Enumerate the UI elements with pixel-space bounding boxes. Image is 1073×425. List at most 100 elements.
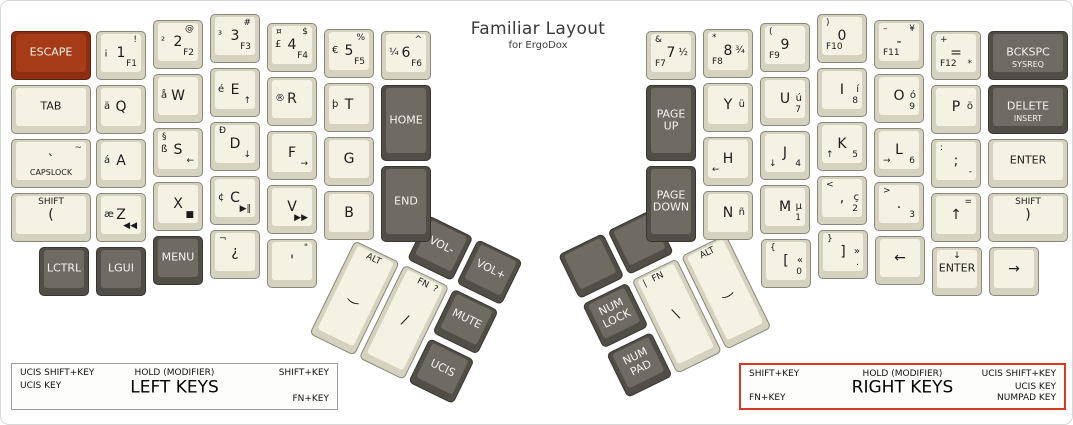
key-lctrl[interactable]: LCTRL <box>39 247 89 296</box>
key-thumb-slash-label-c: / <box>399 311 411 329</box>
key-lshift[interactable]: SHIFT( <box>11 193 91 242</box>
key-right-arrow[interactable]: → <box>989 247 1039 296</box>
legend-ucis-shift-label: UCIS SHIFT+KEY <box>981 369 1056 379</box>
legend-fn-label: FN+KEY <box>749 393 786 403</box>
key-inverted-question[interactable]: ¬¿ <box>210 230 260 279</box>
key-capslock[interactable]: `~CAPSLOCK <box>11 139 91 188</box>
key-h[interactable]: H← <box>703 137 753 186</box>
key-lshift-label-t: SHIFT <box>38 197 64 207</box>
legend-ucis-label: UCIS KEY <box>1014 382 1056 392</box>
key-down-enter[interactable]: ↓ENTER <box>932 247 982 296</box>
key-4[interactable]: ¤£4$F4 <box>267 23 317 72</box>
key-capslock-label-tr: ~ <box>74 143 82 153</box>
key-v[interactable]: V▶▶ <box>267 185 317 234</box>
key-j[interactable]: J↓4 <box>760 131 810 180</box>
key-lgui[interactable]: LGUI <box>96 247 146 296</box>
key-semicolon-label-br: - <box>968 167 972 177</box>
key-end[interactable]: END <box>381 166 431 242</box>
keycap-top: ¢C▶‖ <box>215 179 255 217</box>
key-apostrophe[interactable]: '" <box>267 239 317 288</box>
key-1-label-c: 1 <box>116 45 126 61</box>
key-g[interactable]: G <box>324 137 374 186</box>
page-title: Familiar Layout for ErgoDox <box>429 19 647 51</box>
keycap-top: >.3 <box>879 185 919 223</box>
key-pageup[interactable]: PAGE UP <box>646 85 696 161</box>
key-home[interactable]: HOME <box>381 85 431 161</box>
key-x[interactable]: X■ <box>153 182 203 231</box>
key-period[interactable]: >.3 <box>874 182 924 231</box>
key-w-label-l: å <box>161 90 168 101</box>
key-s-label-tl: § <box>162 132 167 142</box>
keycap-top: NUM PAD <box>612 336 665 389</box>
key-b[interactable]: B <box>324 191 374 240</box>
key-left-arrow[interactable]: ← <box>875 236 925 285</box>
layout-title: Familiar Layout <box>470 19 606 39</box>
key-pageup-label-c: PAGE UP <box>656 106 686 133</box>
key-c-label-l: ¢ <box>218 192 225 203</box>
key-3-label-br: F3 <box>240 42 251 52</box>
legend-hold-label: HOLD (MODIFIER) <box>134 368 215 378</box>
key-enter[interactable]: ENTER <box>988 139 1068 188</box>
key-rbracket[interactable]: }]». <box>818 230 868 279</box>
key-l[interactable]: L→6 <box>874 128 924 177</box>
key-menu-label-c: MENU <box>161 250 195 264</box>
key-9-label-c: 9 <box>780 37 790 53</box>
key-5[interactable]: €5%F5 <box>324 29 374 78</box>
key-lbracket[interactable]: {[«0 <box>761 239 811 288</box>
key-backspace-label-b: SYSREQ <box>1012 60 1044 69</box>
key-semicolon-label-tl: : <box>940 143 944 153</box>
keycap-top: `~CAPSLOCK <box>16 142 86 180</box>
key-thumb-slash-label-t: FN <box>415 276 431 291</box>
key-minus[interactable]: –-¥F11 <box>874 20 924 69</box>
key-escape-label-c: ESCAPE <box>29 45 73 59</box>
key-d-label-tl: Đ <box>219 126 226 136</box>
key-equals[interactable]: +=F12* <box>931 31 981 80</box>
key-escape[interactable]: ESCAPE <box>11 31 91 80</box>
key-1[interactable]: ¡1!F1 <box>96 31 146 80</box>
key-7-label-tl: & <box>655 35 663 45</box>
key-r[interactable]: ®R <box>267 77 317 126</box>
key-tab[interactable]: TAB <box>11 85 91 134</box>
key-capslock-label-c: ` <box>47 153 55 169</box>
key-semicolon[interactable]: :;- <box>931 139 981 188</box>
key-d-label-br: ↓ <box>243 150 251 160</box>
key-f[interactable]: F→ <box>267 131 317 180</box>
keycap-top: ¬¿ <box>215 233 255 271</box>
key-a-label-l: á <box>104 155 111 166</box>
key-c[interactable]: ¢C▶‖ <box>210 176 260 225</box>
key-pagedown[interactable]: PAGE DOWN <box>646 166 696 242</box>
key-rshift[interactable]: SHIFT) <box>988 193 1068 242</box>
key-k[interactable]: K↑5 <box>817 122 867 171</box>
key-up-arrow[interactable]: ↑= <box>931 193 981 242</box>
key-s-label-br: ← <box>186 156 194 166</box>
key-menu[interactable]: MENU <box>153 236 203 285</box>
